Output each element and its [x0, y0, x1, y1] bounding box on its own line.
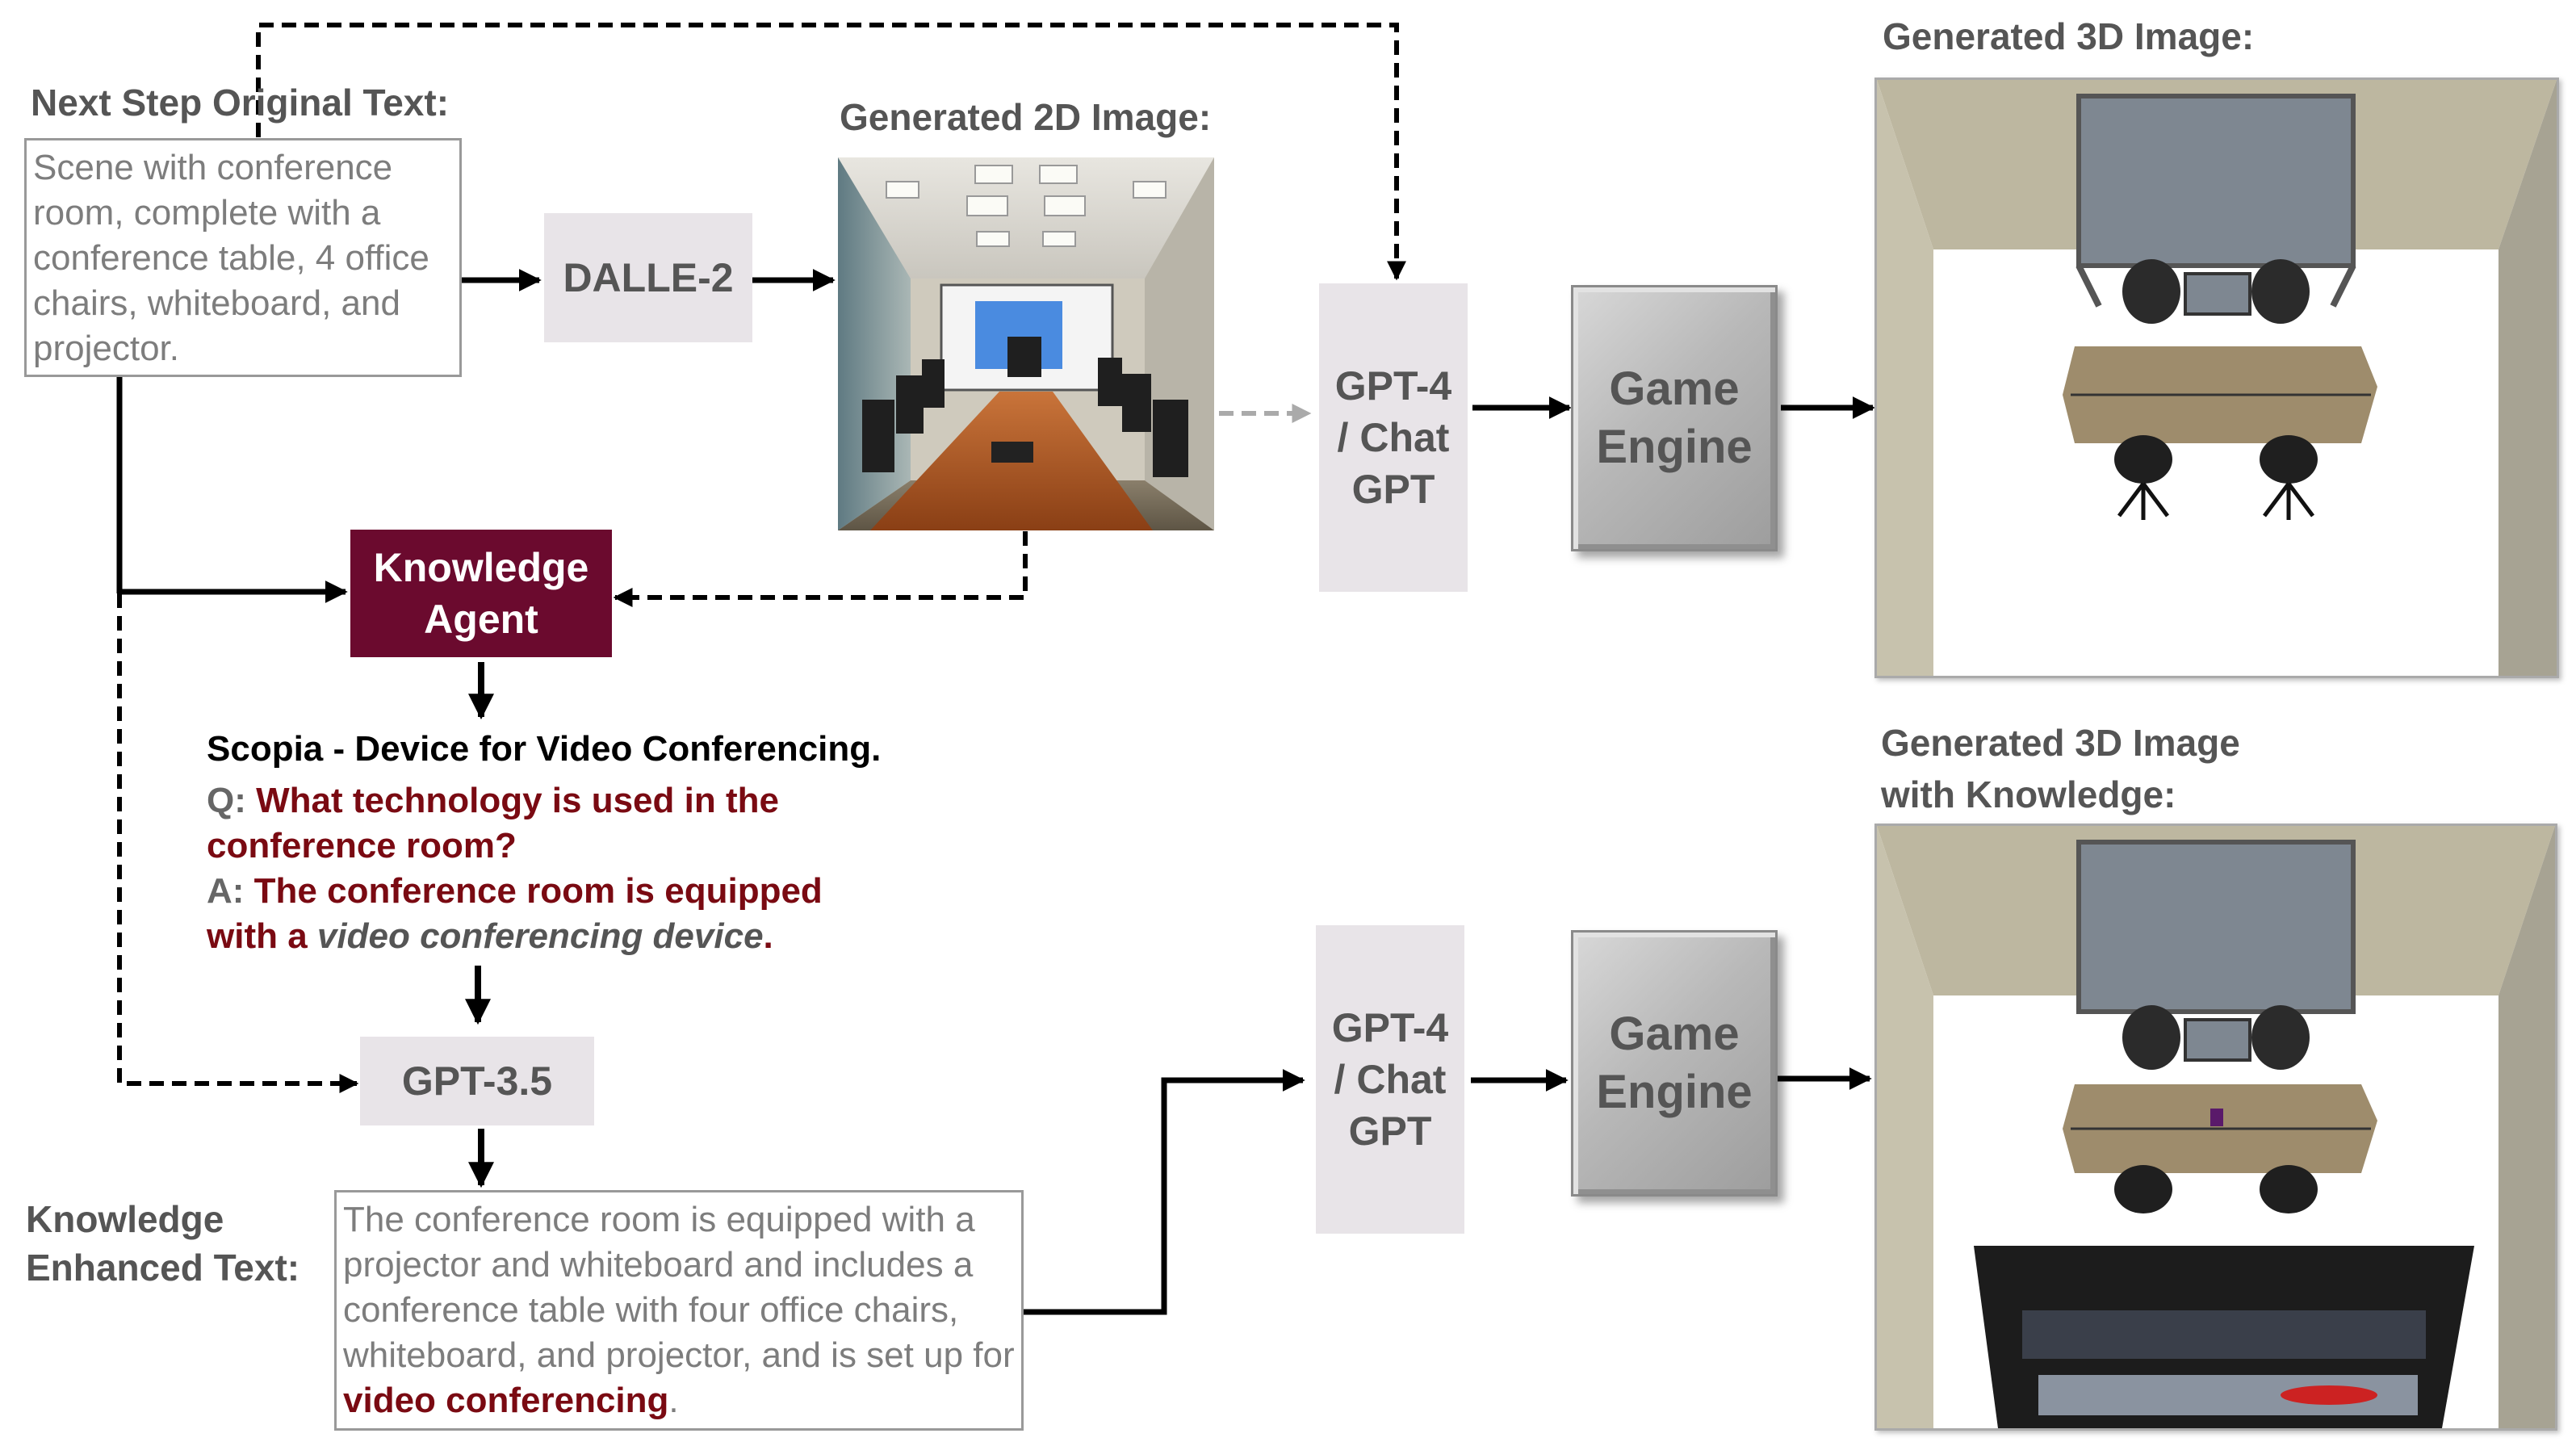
generated-3d-knowledge-line1: Generated 3D Image [1881, 722, 2240, 764]
rendered-room-knowledge [1877, 826, 2555, 1428]
q-prefix: Q: [207, 781, 246, 820]
scopia-question: Q: What technology is used in the confer… [207, 778, 869, 869]
generated-3d-knowledge-image [1874, 824, 2557, 1431]
enhanced-text-highlight: video conferencing [343, 1381, 669, 1420]
game-engine-bottom-box: Game Engine [1571, 930, 1778, 1197]
dalle-box: DALLE-2 [544, 213, 752, 342]
game-engine-top-box: Game Engine [1571, 285, 1778, 551]
arrow-dashed-to-gpt35 [117, 593, 359, 1093]
knowledge-enhanced-line1: Knowledge [26, 1198, 224, 1240]
knowledge-enhanced-label: Knowledge Enhanced Text: [26, 1195, 299, 1292]
enhanced-text-end: . [668, 1381, 679, 1420]
knowledge-enhanced-line2: Enhanced Text: [26, 1247, 300, 1289]
scopia-answer: A: The conference room is equipped with … [207, 869, 869, 959]
gpt35-box: GPT-3.5 [360, 1037, 594, 1125]
original-text-box: Scene with conference room, complete wit… [24, 138, 462, 377]
arrow-image-to-knowledge-agent [613, 531, 1028, 607]
generated-2d-image [838, 157, 1214, 530]
generated-3d-label: Generated 3D Image: [1883, 15, 2255, 57]
arrow-dashed-top-loop [256, 23, 1406, 281]
rendered-room-top [1877, 80, 2557, 676]
arrow-enhanced-to-gpt4 [1024, 1069, 1305, 1315]
a-end: . [763, 916, 773, 956]
gpt4-top-box: GPT-4 / Chat GPT [1319, 283, 1468, 592]
q-text: What technology is used in the conferenc… [207, 781, 779, 866]
a-text: The conference room is equipped with a [207, 871, 823, 956]
generated-2d-label: Generated 2D Image: [840, 96, 1212, 138]
a-prefix: A: [207, 871, 245, 911]
knowledge-agent-box: Knowledge Agent [350, 530, 612, 657]
generated-3d-knowledge-line2: with Knowledge: [1881, 773, 2176, 815]
enhanced-text-plain: The conference room is equipped with a p… [343, 1200, 1015, 1375]
enhanced-text-box: The conference room is equipped with a p… [334, 1190, 1024, 1431]
gpt4-bottom-box: GPT-4 / Chat GPT [1316, 925, 1464, 1234]
generated-3d-image [1874, 78, 2559, 678]
generated-3d-knowledge-label: Generated 3D Image with Knowledge: [1881, 717, 2240, 820]
a-italic: video conferencing device [316, 916, 764, 956]
scopia-heading: Scopia - Device for Video Conferencing. [207, 729, 882, 769]
conference-room-photo [838, 157, 1214, 530]
next-step-label: Next Step Original Text: [31, 82, 450, 124]
scopia-block: Scopia - Device for Video Conferencing. … [207, 727, 933, 959]
